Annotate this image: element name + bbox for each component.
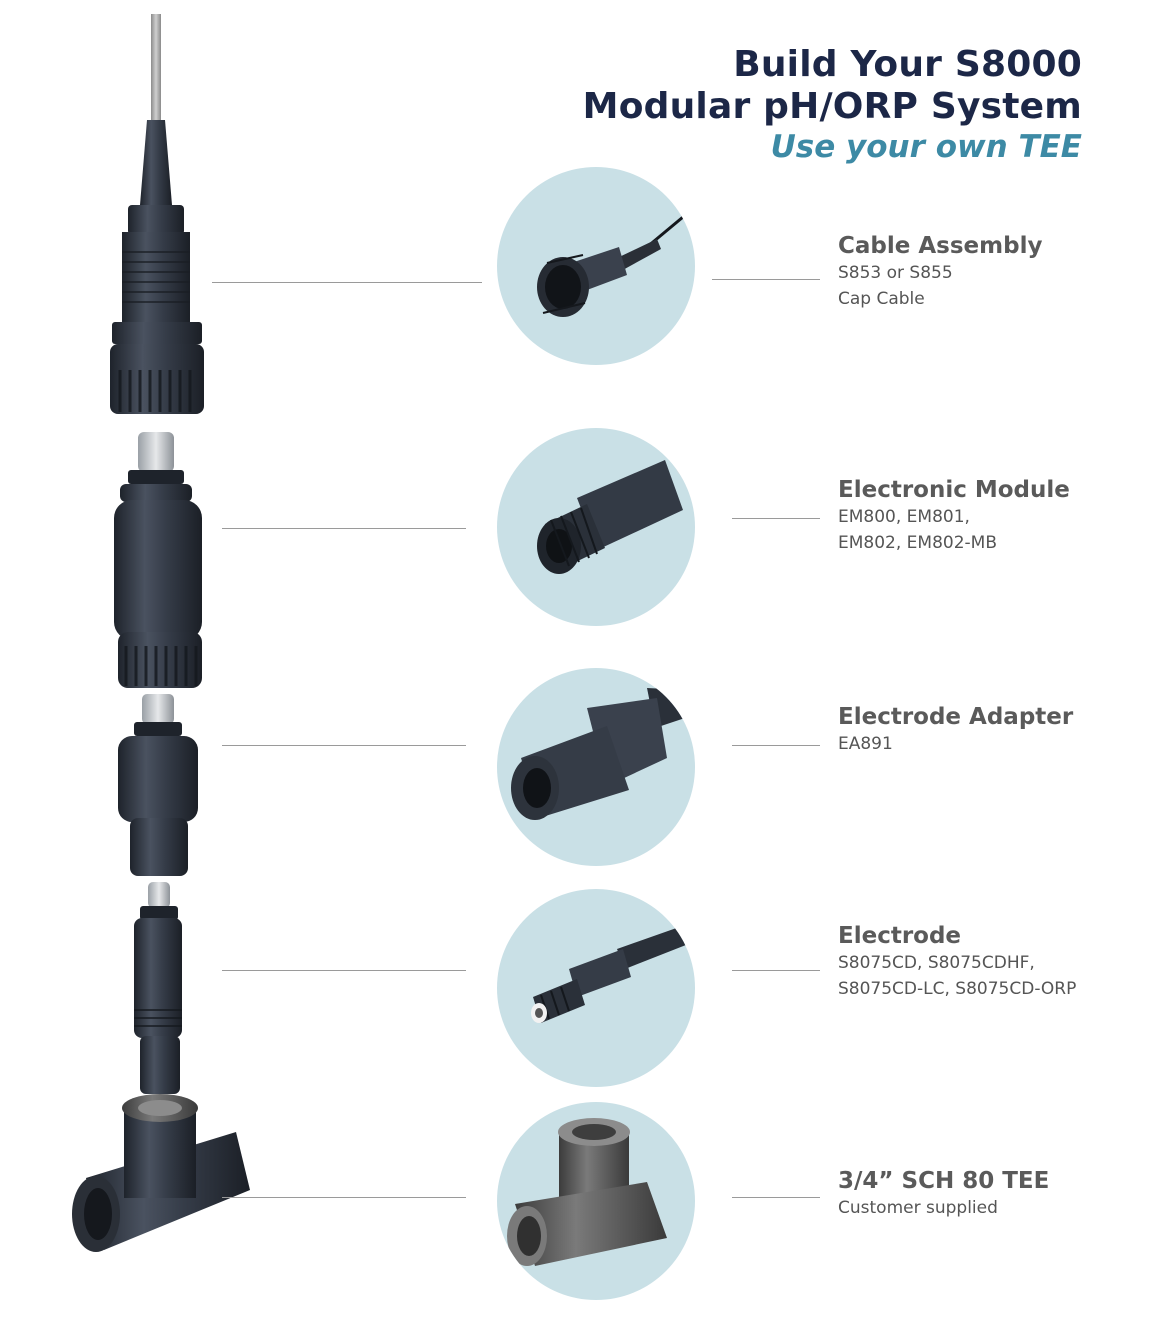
connector-line-right-adapter	[732, 745, 820, 746]
page-subtitle: Use your own TEE	[770, 129, 1082, 165]
cable-assembly-bubble	[497, 167, 695, 365]
component-name: Electrode Adapter	[838, 704, 1074, 730]
connector-line-left-cable	[212, 282, 482, 283]
electrode-adapter-icon	[511, 688, 695, 820]
cable-assembly-icon	[537, 205, 695, 317]
electrode-bubble	[497, 889, 695, 1087]
stack-electrode-adapter	[118, 694, 198, 876]
connector-line-right-electrode	[732, 970, 820, 971]
connector-line-left-electrode	[222, 970, 466, 971]
component-name: Electronic Module	[838, 477, 1070, 503]
stack-electronic-module	[114, 432, 202, 688]
component-desc-line-1: S853 or S855	[838, 263, 953, 283]
cable-assembly-label: Cable Assembly S853 or S855 Cap Cable	[838, 232, 1042, 312]
component-name: Cable Assembly	[838, 233, 1043, 259]
component-name: Electrode	[838, 923, 962, 949]
connector-line-right-tee	[732, 1197, 820, 1198]
pipe-tee-icon	[507, 1118, 667, 1266]
page-title-line-2: Modular pH/ORP System	[582, 86, 1082, 127]
stack-cable-assembly	[110, 14, 204, 414]
page-title-line-1: Build Your S8000	[733, 44, 1082, 85]
connector-line-right-cable	[712, 279, 820, 280]
component-desc-line-1: EA891	[838, 734, 893, 754]
electronic-module-label: Electronic Module EM800, EM801, EM802, E…	[838, 476, 1070, 556]
component-name: 3/4” SCH 80 TEE	[838, 1168, 1050, 1194]
electrode-adapter-label: Electrode Adapter EA891	[838, 703, 1073, 757]
component-desc-line-1: EM800, EM801,	[838, 507, 970, 527]
pipe-tee-label: 3/4” SCH 80 TEE Customer supplied	[838, 1167, 1049, 1221]
header-title-block: Build Your S8000 Modular pH/ORP System U…	[583, 44, 1082, 166]
component-desc-line-1: S8075CD, S8075CDHF,	[838, 953, 1035, 973]
electrode-label: Electrode S8075CD, S8075CDHF, S8075CD-LC…	[838, 922, 1076, 1002]
connector-line-right-module	[732, 518, 820, 519]
connector-line-left-adapter	[222, 745, 466, 746]
connector-line-left-tee	[222, 1197, 466, 1198]
component-desc-line-2: EM802, EM802-MB	[838, 533, 997, 553]
electrode-adapter-bubble	[497, 668, 695, 866]
stack-pipe-tee	[72, 1094, 250, 1252]
component-desc-line-2: S8075CD-LC, S8075CD-ORP	[838, 979, 1077, 999]
electronic-module-icon	[537, 455, 691, 574]
component-desc-line-2: Cap Cable	[838, 289, 925, 309]
electronic-module-bubble	[497, 428, 695, 626]
electrode-icon	[531, 923, 695, 1023]
stack-electrode	[134, 882, 182, 1094]
component-desc-line-1: Customer supplied	[838, 1198, 998, 1218]
connector-line-left-module	[222, 528, 466, 529]
pipe-tee-bubble	[497, 1102, 695, 1300]
